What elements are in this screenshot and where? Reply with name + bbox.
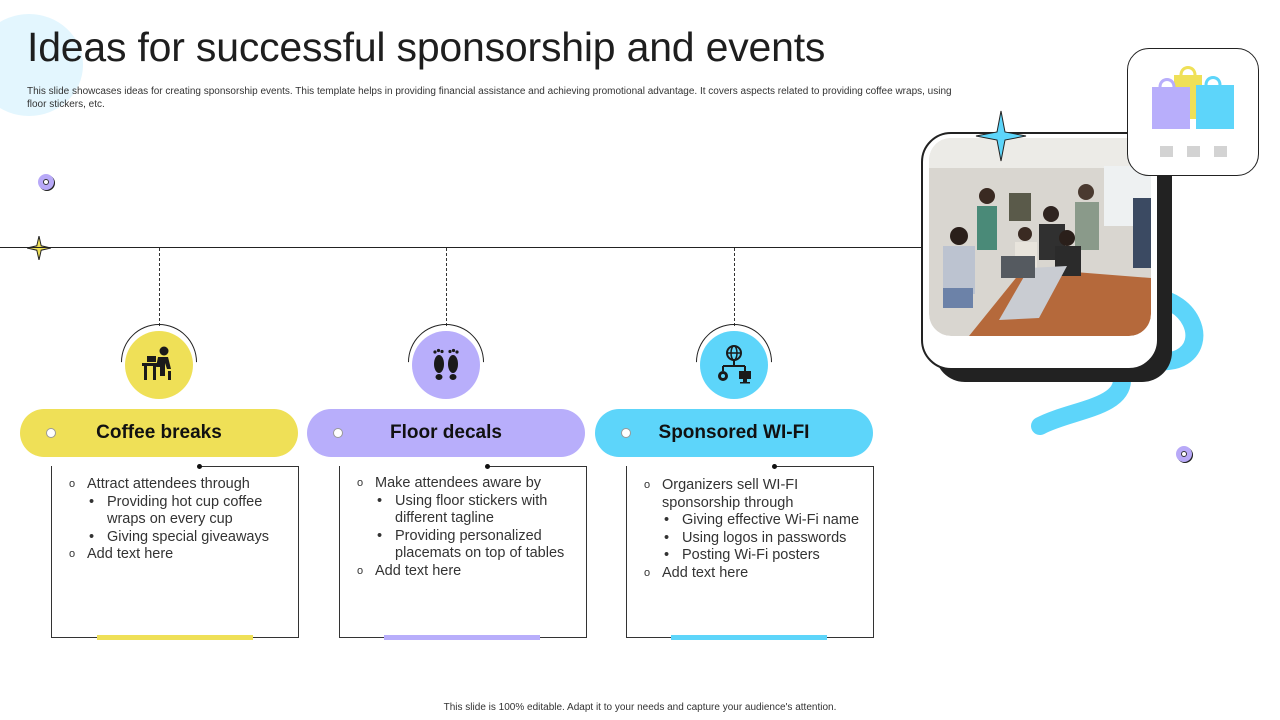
- pill-dot: [46, 428, 56, 438]
- shopping-card: [1127, 48, 1259, 176]
- list-item: Posting Wi-Fi posters: [644, 547, 859, 565]
- ring-decoration: [38, 174, 54, 190]
- floor-decals-header: Floor decals: [307, 409, 585, 457]
- section-heading: Sponsored WI-FI: [658, 422, 810, 443]
- list-item: Make attendees aware by: [357, 475, 572, 493]
- connector-line: [159, 248, 160, 326]
- ring-decoration: [1176, 446, 1192, 462]
- placeholder-block: [1214, 146, 1227, 157]
- network-globe-icon: [718, 345, 751, 384]
- section-heading: Coffee breaks: [96, 422, 222, 443]
- list-item: Add text here: [644, 565, 859, 583]
- list-item: Organizers sell WI-FI sponsorship throug…: [644, 477, 859, 512]
- list-item: Attract attendees through: [69, 476, 284, 494]
- card-top-line: [200, 466, 299, 467]
- sponsored-wifi-icon-circle: [700, 331, 768, 399]
- slide-title: Ideas for successful sponsorship and eve…: [27, 24, 826, 70]
- slide-description: This slide showcases ideas for creating …: [27, 86, 952, 110]
- list-item: Add text here: [357, 563, 572, 581]
- card-top-line: [775, 466, 874, 467]
- footprints-icon: [433, 348, 459, 380]
- card-top-line: [488, 466, 587, 467]
- accent-bar: [384, 635, 540, 640]
- coffee-breaks-icon-circle: [125, 331, 193, 399]
- sponsored-wifi-header: Sponsored WI-FI: [595, 409, 873, 457]
- team-meeting-photo: [929, 138, 1151, 336]
- coffee-breaks-header: Coffee breaks: [20, 409, 298, 457]
- section-heading: Floor decals: [390, 422, 502, 443]
- list-item: Using logos in passwords: [644, 530, 859, 548]
- card-node: [197, 464, 202, 469]
- sparkle-icon: [27, 236, 51, 260]
- floor-decals-icon-circle: [412, 331, 480, 399]
- sponsored-wifi-list: Organizers sell WI-FI sponsorship throug…: [644, 477, 859, 582]
- card-node: [485, 464, 490, 469]
- timeline-line: [0, 247, 922, 248]
- decorative-circle: [0, 14, 83, 116]
- placeholder-block: [1160, 146, 1173, 157]
- accent-bar: [97, 635, 253, 640]
- list-item: Using floor stickers with different tagl…: [357, 493, 572, 528]
- desk-worker-icon: [142, 346, 171, 380]
- pill-dot: [333, 428, 343, 438]
- pill-dot: [621, 428, 631, 438]
- card-node: [772, 464, 777, 469]
- list-item: Giving effective Wi-Fi name: [644, 512, 859, 530]
- placeholder-block: [1187, 146, 1200, 157]
- coffee-breaks-list: Attract attendees through Providing hot …: [69, 476, 284, 564]
- sparkle-icon: [975, 110, 1027, 162]
- list-item: Giving special giveaways: [69, 529, 284, 547]
- list-item: Providing personalized placemats on top …: [357, 528, 572, 563]
- connector-line: [734, 248, 735, 326]
- floor-decals-list: Make attendees aware by Using floor stic…: [357, 475, 572, 580]
- shopping-bags-icon: [1152, 66, 1234, 129]
- connector-line: [446, 248, 447, 326]
- footer-note: This slide is 100% editable. Adapt it to…: [443, 702, 837, 713]
- accent-bar: [671, 635, 827, 640]
- list-item: Add text here: [69, 546, 284, 564]
- list-item: Providing hot cup coffee wraps on every …: [69, 494, 284, 529]
